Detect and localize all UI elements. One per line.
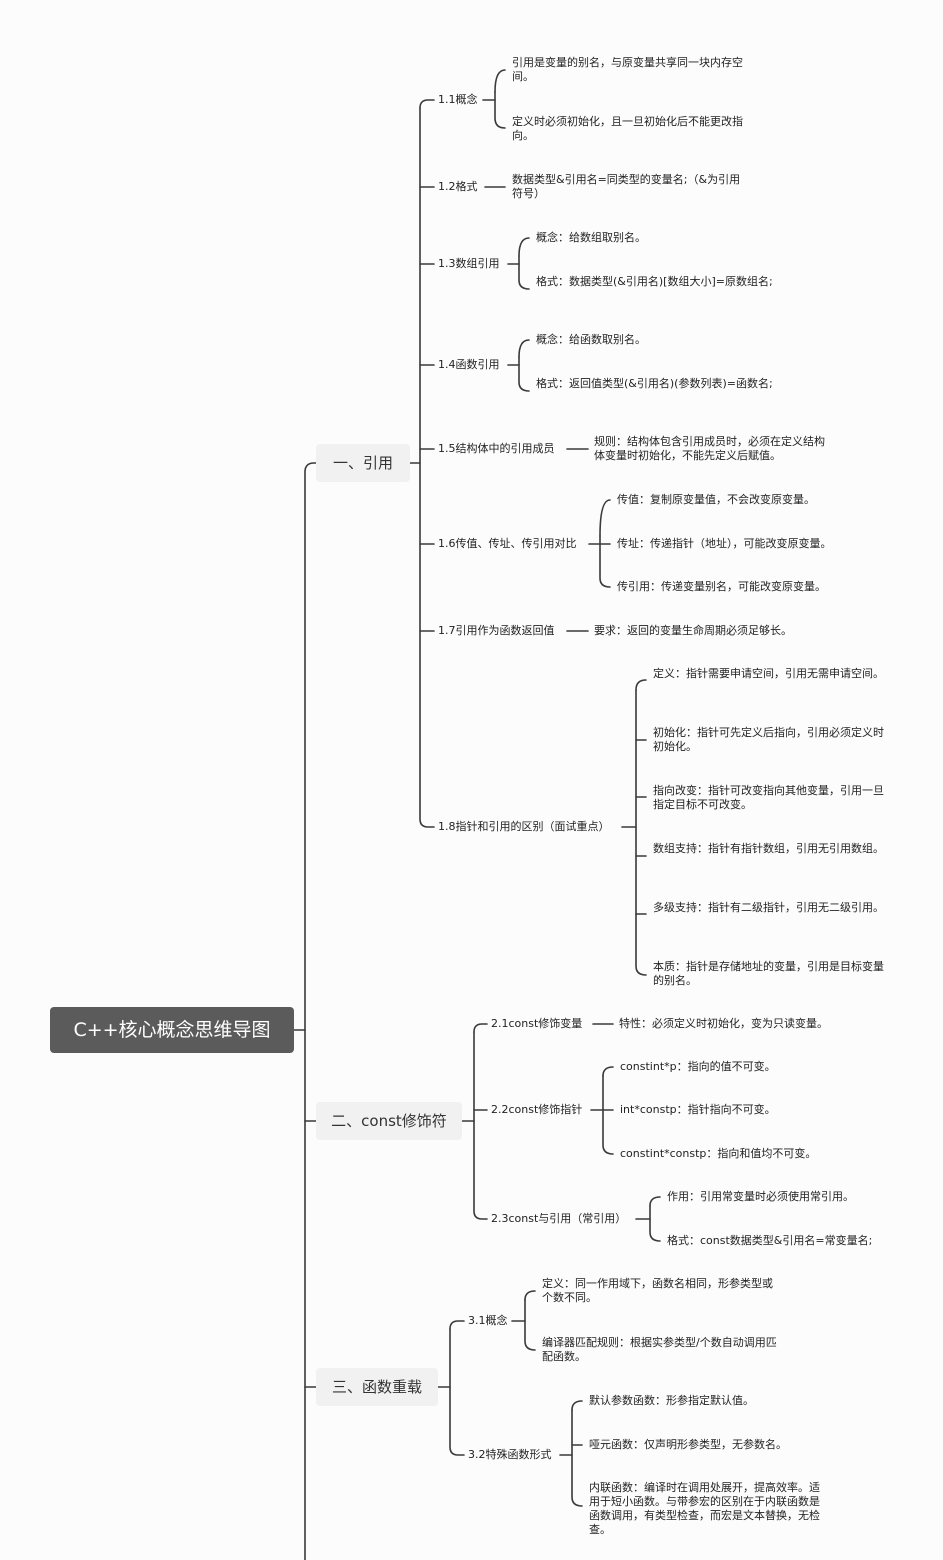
topic-1-4[interactable]: 1.4函数引用 (438, 358, 500, 371)
topic-1-1[interactable]: 1.1概念 (438, 93, 478, 106)
root-node[interactable]: C++核心概念思维导图 (50, 1007, 294, 1053)
leaf-2-3-b: 格式：const数据类型&引用名=常变量名; (667, 1234, 873, 1247)
leaf-2-1-a: 特性：必须定义时初始化，变为只读变量。 (619, 1017, 828, 1030)
topic-2-1[interactable]: 2.1const修饰变量 (491, 1017, 583, 1030)
leaf-1-6-a: 传值：复制原变量值，不会改变原变量。 (617, 493, 815, 506)
topic-3-2[interactable]: 3.2特殊函数形式 (468, 1448, 552, 1461)
topic-3-1[interactable]: 3.1概念 (468, 1314, 508, 1327)
topic-2-2[interactable]: 2.2const修饰指针 (491, 1103, 583, 1116)
leaf-3-1-a: 定义：同一作用域下，函数名相同，形参类型或个数不同。 (542, 1277, 773, 1304)
leaf-3-2-a: 默认参数函数：形参指定默认值。 (589, 1394, 754, 1407)
topic-1-2[interactable]: 1.2格式 (438, 180, 478, 193)
branch-reference[interactable]: 一、引用 (316, 444, 410, 482)
leaf-1-8-f: 本质：指针是存储地址的变量，引用是目标变量的别名。 (653, 960, 884, 987)
leaf-3-2-c: 内联函数：编译时在调用处展开，提高效率。适用于短小函数。与带参宏的区别在于内联函… (589, 1481, 820, 1536)
leaf-1-8-e: 多级支持：指针有二级指针，引用无二级引用。 (653, 901, 884, 914)
topic-1-3[interactable]: 1.3数组引用 (438, 257, 500, 270)
leaf-3-1-b: 编译器匹配规则：根据实参类型/个数自动调用匹配函数。 (542, 1336, 777, 1363)
leaf-1-6-b: 传址：传递指针（地址），可能改变原变量。 (617, 537, 832, 550)
leaf-1-8-c: 指向改变：指针可改变指向其他变量，引用一旦指定目标不可改变。 (653, 784, 884, 811)
leaf-1-1-a: 引用是变量的别名，与原变量共享同一块内存空间。 (512, 56, 743, 83)
leaf-1-8-b: 初始化：指针可先定义后指向，引用必须定义时初始化。 (653, 726, 884, 753)
topic-1-7[interactable]: 1.7引用作为函数返回值 (438, 624, 555, 637)
leaf-1-4-a: 概念：给函数取别名。 (536, 333, 646, 346)
topic-1-5[interactable]: 1.5结构体中的引用成员 (438, 442, 555, 455)
leaf-1-8-a: 定义：指针需要申请空间，引用无需申请空间。 (653, 667, 884, 680)
topic-1-8[interactable]: 1.8指针和引用的区别（面试重点） (438, 820, 610, 833)
topic-2-3[interactable]: 2.3const与引用（常引用） (491, 1212, 627, 1225)
leaf-1-7-a: 要求：返回的变量生命周期必须足够长。 (594, 624, 792, 637)
leaf-1-4-b: 格式：返回值类型(&引用名)(参数列表)=函数名; (536, 377, 773, 390)
leaf-1-5-a: 规则：结构体包含引用成员时，必须在定义结构体变量时初始化，不能先定义后赋值。 (594, 435, 825, 462)
leaf-1-3-b: 格式：数据类型(&引用名)[数组大小]=原数组名; (536, 275, 773, 288)
branch-const[interactable]: 二、const修饰符 (316, 1102, 462, 1140)
leaf-1-1-b: 定义时必须初始化，且一旦初始化后不能更改指向。 (512, 115, 743, 142)
leaf-2-2-c: constint*constp：指向和值均不可变。 (620, 1147, 817, 1160)
leaf-2-3-a: 作用：引用常变量时必须使用常引用。 (667, 1190, 854, 1203)
leaf-1-2-a: 数据类型&引用名=同类型的变量名;（&为引用符号） (512, 173, 741, 200)
leaf-2-2-b: int*constp：指针指向不可变。 (620, 1103, 776, 1116)
leaf-1-8-d: 数组支持：指针有指针数组，引用无引用数组。 (653, 842, 884, 855)
branch-overload[interactable]: 三、函数重载 (316, 1368, 438, 1406)
leaf-1-3-a: 概念：给数组取别名。 (536, 231, 646, 244)
leaf-1-6-c: 传引用：传递变量别名，可能改变原变量。 (617, 580, 826, 593)
topic-1-6[interactable]: 1.6传值、传址、传引用对比 (438, 537, 577, 550)
leaf-2-2-a: constint*p：指向的值不可变。 (620, 1060, 776, 1073)
leaf-3-2-b: 哑元函数：仅声明形参类型，无参数名。 (589, 1438, 787, 1451)
